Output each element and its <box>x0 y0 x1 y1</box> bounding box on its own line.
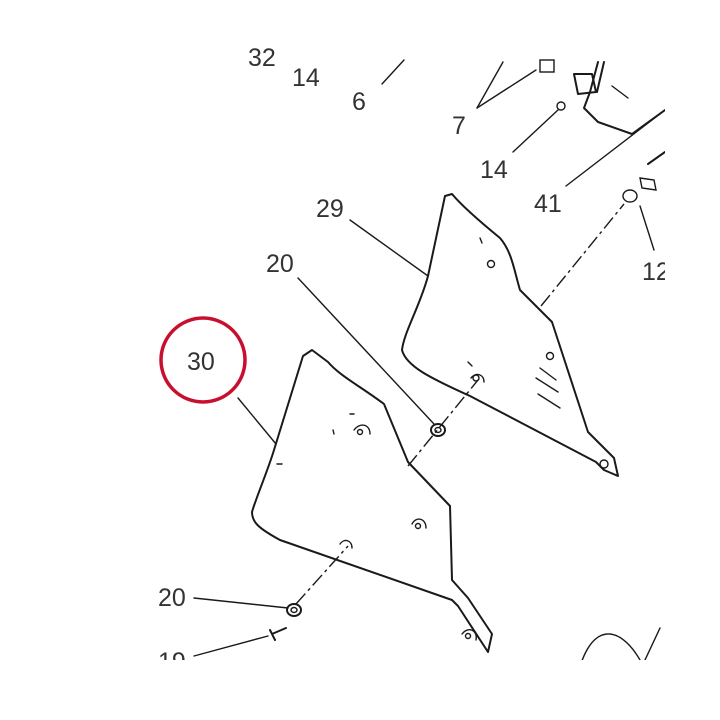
leader-lines <box>193 59 665 657</box>
callout-14-top: 14 <box>292 64 320 92</box>
callout-19: 19 <box>158 648 186 676</box>
callout-41: 41 <box>534 190 562 218</box>
callout-6: 6 <box>352 88 366 116</box>
highlight-ring-part-30 <box>159 316 247 404</box>
upper-bracket-assembly <box>539 59 665 660</box>
callout-29: 29 <box>316 195 344 223</box>
callout-30: 30 <box>187 348 215 376</box>
callout-7: 7 <box>452 112 466 140</box>
callout-12: 12 <box>642 258 670 286</box>
callout-32: 32 <box>248 44 276 72</box>
cover-panel-30 <box>251 349 493 653</box>
fasteners <box>269 374 480 641</box>
screw-19 <box>269 627 287 641</box>
callout-20-lower: 20 <box>158 584 186 612</box>
cover-panel-29 <box>401 193 619 477</box>
callout-14-bracket: 14 <box>480 156 508 184</box>
washer-20-upper <box>430 423 446 437</box>
callout-20-upper: 20 <box>266 250 294 278</box>
assembly-centerlines <box>295 203 625 605</box>
callout-labels: 32 14 6 7 14 41 29 20 12 30 20 19 <box>158 44 670 676</box>
washer-20-lower <box>286 603 302 617</box>
